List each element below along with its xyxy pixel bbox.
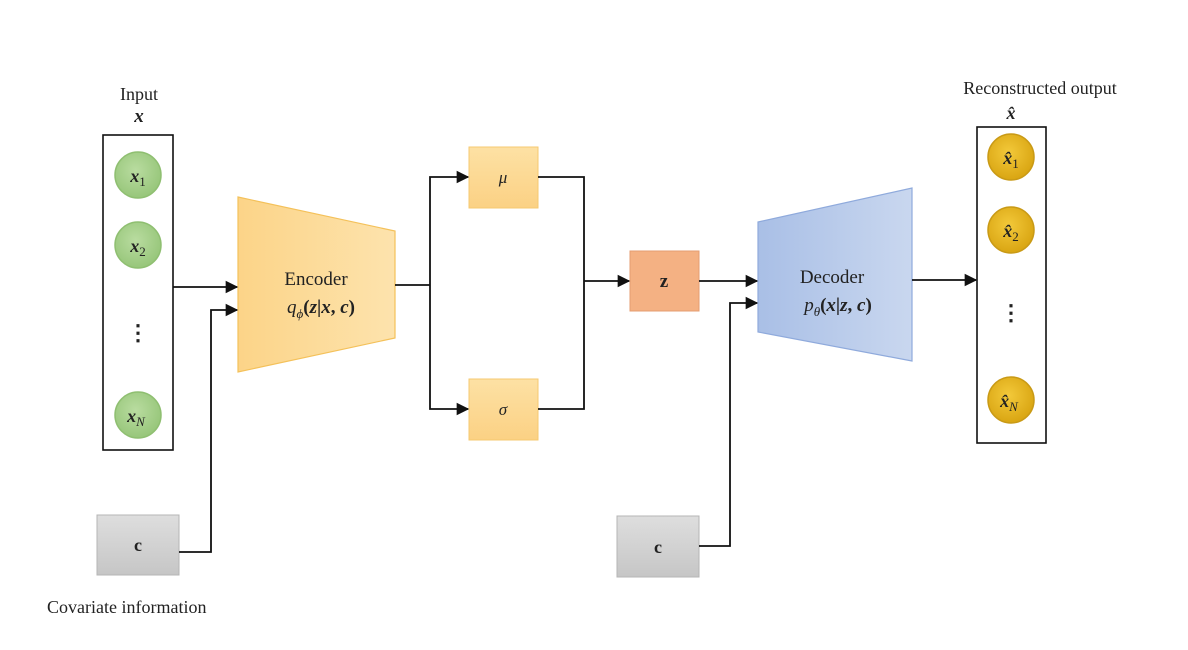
covariate-caption: Covariate information (47, 597, 206, 617)
covariate-box-decoder (616, 515, 700, 578)
output-title: Reconstructed output (963, 78, 1116, 98)
latent-z-box (629, 250, 700, 312)
svg-text:xN: xN (126, 406, 146, 429)
covariate-label-encoder: c (134, 535, 142, 555)
encoder-title: Encoder (284, 269, 348, 290)
input-node-2: x2 (114, 221, 162, 269)
decoder-title: Decoder (800, 267, 865, 288)
svg-text:x̂1: x̂1 (1002, 148, 1019, 171)
svg-text:x̂2: x̂2 (1002, 221, 1019, 244)
input-node-n: xN (114, 391, 162, 439)
output-vector-label: x̂ (1006, 103, 1016, 123)
decoder-formula: pθ(x|z, c) (802, 295, 872, 319)
covariate-label-decoder: c (654, 537, 662, 557)
arrow-covariate-to-decoder (699, 296, 759, 547)
svg-text:x1: x1 (129, 166, 146, 189)
input-ellipsis: ⋮ (127, 320, 149, 345)
arrow-encoder-to-mu (429, 170, 470, 285)
line-mu-to-z (538, 176, 585, 281)
line-sigma-to-z (538, 281, 585, 410)
output-node-2: x̂2 (987, 206, 1035, 254)
input-vector-label: x (133, 106, 144, 127)
mu-label: μ (498, 168, 508, 187)
arrow-covariate-to-encoder (179, 303, 239, 553)
decoder-block (757, 187, 913, 362)
output-ellipsis: ⋮ (1000, 300, 1022, 325)
output-node-1: x̂1 (987, 133, 1035, 181)
arrow-encoder-to-sigma (429, 285, 470, 416)
latent-z-label: z (660, 271, 669, 292)
sigma-box (468, 378, 539, 441)
sigma-label: σ (499, 400, 508, 419)
covariate-box-encoder (96, 514, 180, 576)
input-title: Input (120, 84, 158, 104)
svg-text:x̂N: x̂N (999, 391, 1019, 414)
mu-box (468, 146, 539, 209)
output-node-n: x̂N (987, 376, 1035, 424)
input-node-1: x1 (114, 151, 162, 199)
svg-text:x2: x2 (129, 236, 146, 259)
encoder-formula: qϕ(z|x, c) (287, 297, 355, 321)
input-vector-frame (102, 134, 174, 451)
